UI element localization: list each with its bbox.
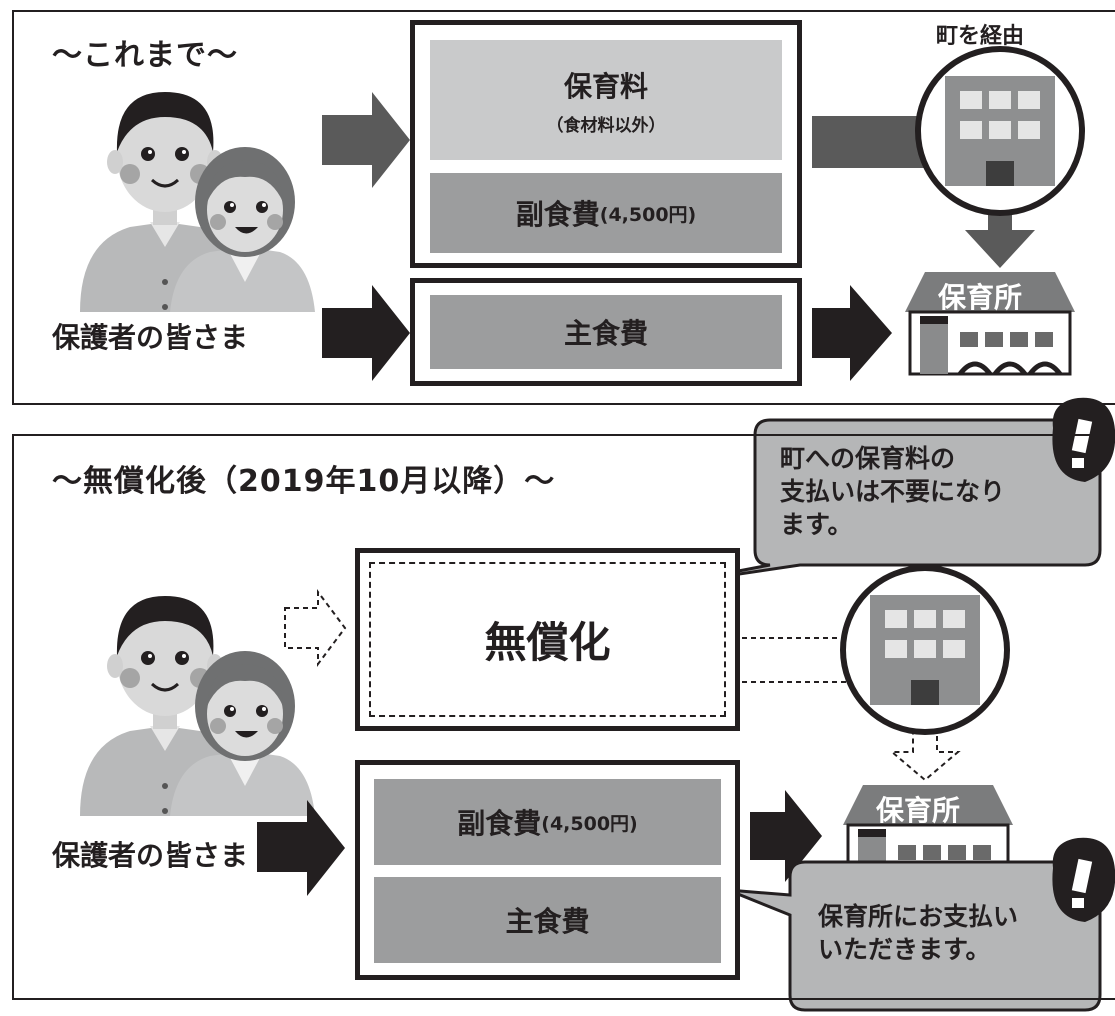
hoikuryo-note: （食材料以外）	[546, 115, 666, 136]
panel-before-title: ～これまで～	[52, 38, 238, 73]
fukushokuhi-cell: 副食費 (4,500円)	[430, 173, 782, 253]
shushokuhi-label-2: 主食費	[505, 905, 590, 938]
free-box: 無償化	[355, 548, 740, 731]
fukushokuhi-cell-2: 副食費 (4,500円)	[374, 779, 721, 865]
hoikuryo-cell: 保育料 （食材料以外）	[430, 40, 782, 160]
nursery-sign-2: 保育所	[876, 794, 961, 827]
fukushokuhi-label-2: 副食費	[457, 807, 542, 840]
parents-label-2: 保護者の皆さま	[52, 839, 249, 872]
fee-box-after: 副食費 (4,500円) 主食費	[355, 760, 740, 980]
panel-after	[12, 434, 1115, 1000]
callout-bottom-text: 保育所にお支払い いただきます。	[818, 902, 1019, 964]
panel-after-title: ～無償化後（2019年10月以降）～	[52, 464, 556, 499]
callout-top-text: 町への保育料の 支払いは不要になり ます。	[780, 444, 1006, 539]
fukushokuhi-amount: (4,500円)	[599, 203, 697, 226]
fee-box-before: 保育料 （食材料以外） 副食費 (4,500円)	[410, 20, 802, 268]
shushokuhi-cell: 主食費	[430, 295, 782, 369]
via-town-label: 町を経由	[936, 24, 1025, 49]
free-cell: 無償化	[369, 562, 726, 717]
shushokuhi-box-before: 主食費	[410, 278, 802, 386]
fukushokuhi-amount-2: (4,500円)	[541, 812, 638, 835]
nursery-sign: 保育所	[938, 281, 1023, 314]
shushokuhi-label: 主食費	[563, 317, 648, 350]
parents-label: 保護者の皆さま	[52, 321, 249, 354]
fukushokuhi-label: 副食費	[515, 198, 600, 231]
shushokuhi-cell-2: 主食費	[374, 877, 721, 963]
free-label: 無償化	[484, 618, 611, 667]
hoikuryo-label: 保育料	[563, 69, 648, 103]
